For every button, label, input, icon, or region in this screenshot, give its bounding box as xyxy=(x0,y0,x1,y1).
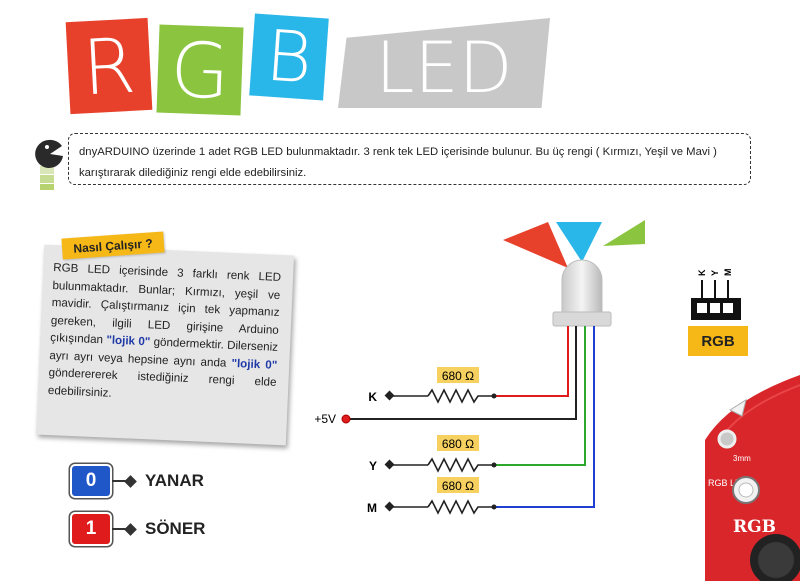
state-0-yanar: 0 YANAR xyxy=(70,464,204,498)
intro-box: dnyARDUINO üzerinde 1 adet RGB LED bulun… xyxy=(68,133,751,185)
resistor-k-label: 680 Ω xyxy=(442,369,474,383)
state-0-line xyxy=(112,480,126,482)
state-1-soner: 1 SÖNER xyxy=(70,512,205,546)
header-m-label: M xyxy=(723,269,733,277)
board-rgbled-label: RGB LED xyxy=(708,478,748,488)
blue-ray xyxy=(556,222,602,262)
board-photo: 3mm RGB LED RGB xyxy=(705,375,800,581)
title-led-text: LED xyxy=(375,27,513,109)
vcc-label: +5V xyxy=(314,412,336,426)
state-0-badge: 0 xyxy=(70,464,112,498)
state-1-value: 1 xyxy=(85,518,97,539)
state-1-label: SÖNER xyxy=(145,519,206,538)
board-3mm-label: 3mm xyxy=(733,454,751,463)
title-led: LED xyxy=(338,18,550,108)
vcc-node xyxy=(341,414,351,424)
rgb-header-label: RGB xyxy=(688,326,748,356)
state-1-line xyxy=(112,528,126,530)
how-tag-text: Nasıl Çalışır ? xyxy=(72,235,154,256)
green-ray xyxy=(603,220,645,246)
state-0-value: 0 xyxy=(85,470,97,491)
pin-k-label: K xyxy=(368,390,377,404)
state-1-badge: 1 xyxy=(70,512,112,546)
resistor-m-label: 680 Ω xyxy=(442,479,474,493)
pin-m-label: M xyxy=(367,501,377,515)
rgb-led-icon xyxy=(552,259,612,327)
state-0-label: YANAR xyxy=(145,471,204,490)
red-ray xyxy=(503,222,568,268)
pin-y-label: Y xyxy=(369,459,377,473)
pacman-mascot-icon xyxy=(35,139,63,190)
rgb-pin-header-icon: K Y M xyxy=(691,269,741,320)
header-y-label: Y xyxy=(710,270,720,276)
header-k-label: K xyxy=(697,269,707,276)
rgb-header-label-text: RGB xyxy=(701,332,735,350)
resistor-y-label: 680 Ω xyxy=(442,437,474,451)
intro-text: dnyARDUINO üzerinde 1 adet RGB LED bulun… xyxy=(79,146,717,179)
board-rgb-label: RGB xyxy=(733,517,776,537)
